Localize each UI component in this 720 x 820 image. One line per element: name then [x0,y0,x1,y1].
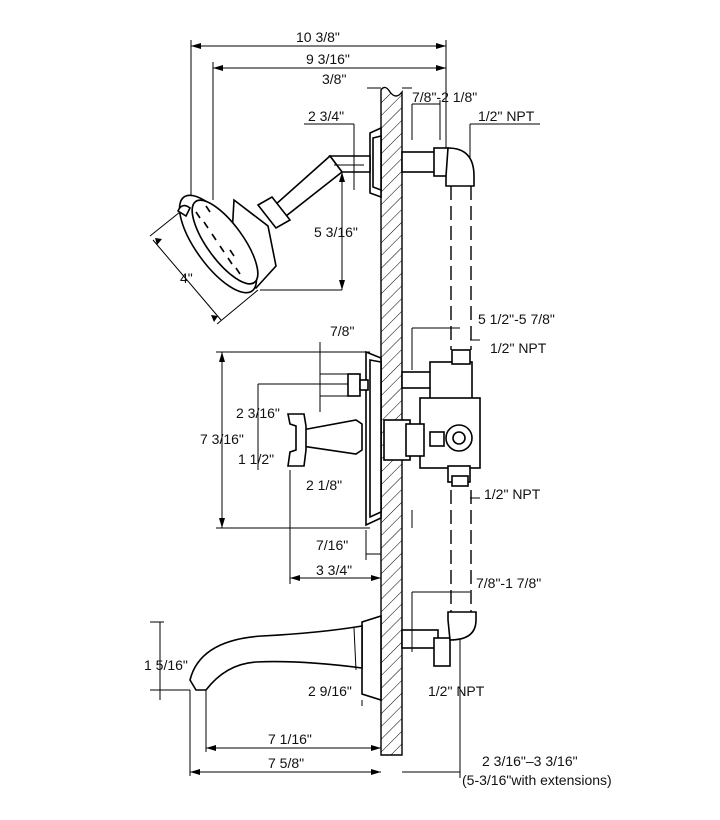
shower-assembly [149,123,475,350]
label-shower-offset: 7/8"-2 1/8" [412,89,477,105]
label-flange-depth: 3/8" [322,71,346,87]
label-handle-height: 2 3/16" [236,405,280,421]
label-head-diameter: 4" [180,270,193,286]
label-shower-npt: 1/2" NPT [478,108,535,124]
label-handle-reach: 3 3/4" [316,562,352,578]
label-stop-height: 7/8" [330,323,354,339]
label-handle-projection: 2 1/8" [306,477,342,493]
valve-assembly [216,327,481,620]
label-spout-reach: 7 1/16" [268,731,312,747]
label-valve-depth: 5 1/2"-5 7/8" [478,311,555,327]
dimension-labels: 10 3/8" 9 3/16" 3/8" 7/8"-2 1/8" 1/2" NP… [144,29,612,788]
label-handle-width: 1 1/2" [238,451,274,467]
label-plate-depth: 7/16" [316,537,348,553]
label-stub-extension-note: (5-3/16"with extensions) [462,772,612,788]
label-trim-height: 7 3/16" [200,431,244,447]
top-dimension-lines [190,40,540,210]
label-arm-rise: 2 3/4" [308,108,344,124]
label-valve-npt-bottom: 1/2" NPT [484,486,541,502]
label-arm-reach: 9 3/16" [306,51,350,67]
label-spout-offset: 7/8"-1 7/8" [476,575,541,591]
label-spout-overall: 7 5/8" [268,755,304,771]
label-spout-npt: 1/2" NPT [428,683,485,699]
label-spout-height: 1 5/16" [144,657,188,673]
label-valve-npt-top: 1/2" NPT [490,340,547,356]
label-spout-projection: 2 9/16" [308,683,352,699]
tub-spout-assembly [150,591,477,778]
label-head-drop: 5 3/16" [314,224,358,240]
label-stub-range: 2 3/16"–3 3/16" [482,753,578,769]
label-overall-width: 10 3/8" [296,29,340,45]
